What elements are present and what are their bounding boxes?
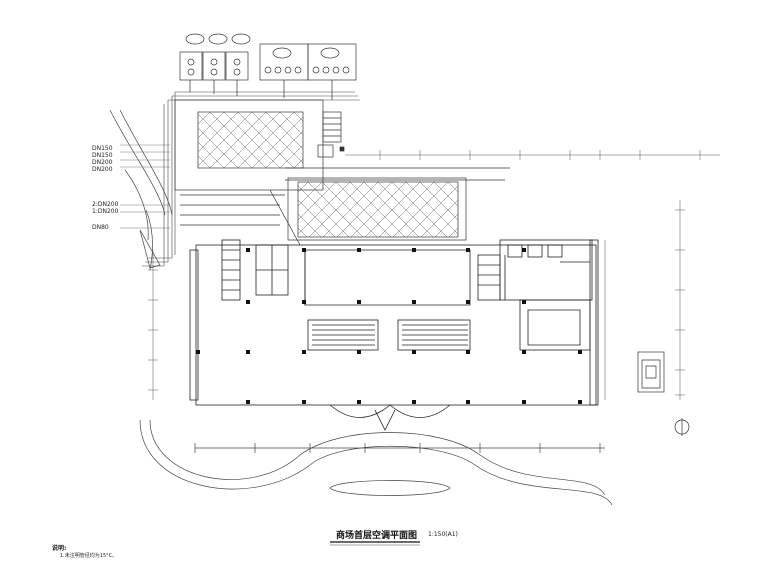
mid-roof: [269, 177, 467, 246]
outdoor-unit: [637, 351, 665, 393]
north-arrow: [674, 418, 690, 436]
pipe-label-1: DN150: [92, 145, 113, 152]
pipe-label-4: DN200: [92, 166, 113, 173]
title-underline: [330, 541, 420, 546]
main-building: [189, 239, 599, 431]
note-item: 1.未注明管径均为15°C。: [60, 553, 118, 559]
top-dimension-line: [345, 150, 720, 160]
right-dimension-line: [604, 200, 685, 400]
pipe-label-3: DN200: [92, 159, 113, 166]
site-curves: [109, 109, 173, 271]
site-road: [139, 419, 613, 506]
upper-building: [174, 99, 510, 226]
pipe-label-2: DN150: [92, 152, 113, 159]
rooftop-equipment-group: [179, 33, 357, 100]
pipe-label-7: DN80: [92, 224, 109, 231]
pipe-label-6: 1:DN200: [92, 208, 119, 215]
left-dimension-line: [148, 250, 158, 400]
label-leaders: [120, 144, 170, 229]
pipe-label-5: 2:DN200: [92, 201, 119, 208]
drawing-title: 商场首层空调平面图: [336, 531, 418, 541]
drawing-scale: 1:150(A1): [428, 531, 458, 538]
notes-heading: 说明:: [52, 545, 67, 552]
columns: [196, 248, 582, 404]
